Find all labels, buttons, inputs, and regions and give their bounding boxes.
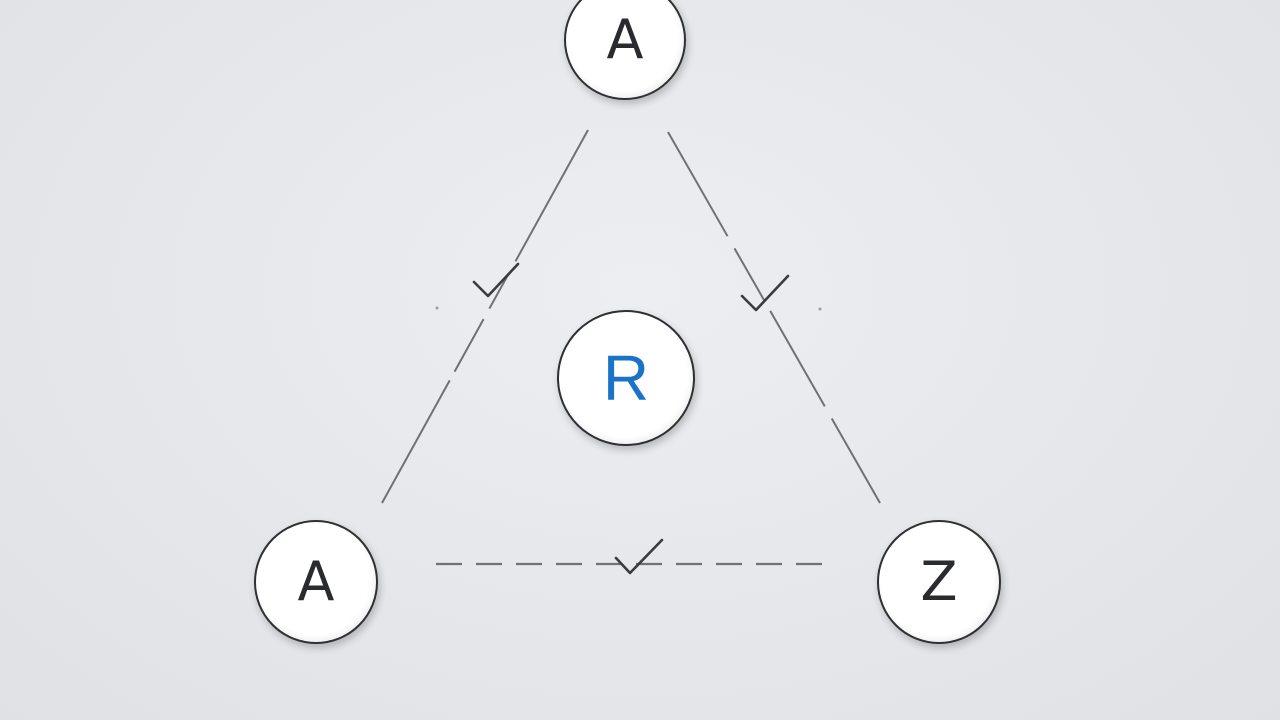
- check-icon: [472, 262, 520, 298]
- edge-top-to-bottom-right: [667, 131, 881, 504]
- speck: [818, 307, 822, 311]
- node-bottom-right-letter: Z: [920, 550, 958, 613]
- node-center: R: [557, 310, 695, 446]
- node-top-letter: A: [606, 8, 644, 71]
- node-bottom-left: A: [254, 520, 378, 644]
- node-bottom-right: Z: [877, 520, 1001, 644]
- check-icon: [740, 274, 790, 312]
- node-center-letter: R: [602, 342, 650, 414]
- node-bottom-left-letter: A: [297, 550, 335, 613]
- node-top: A: [564, 0, 686, 100]
- check-icon: [614, 538, 664, 575]
- speck: [435, 306, 439, 310]
- edge-top-to-bottom-left: [381, 129, 589, 504]
